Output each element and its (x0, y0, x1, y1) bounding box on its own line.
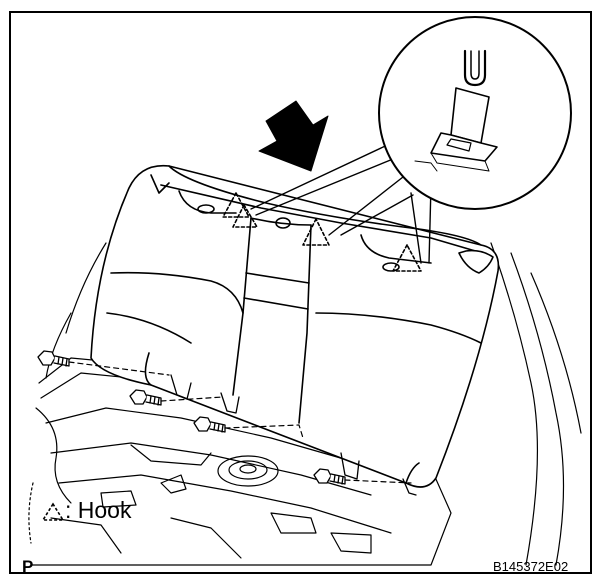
seat-diagram-illustration (28, 16, 582, 566)
seat-bottom-brackets (170, 374, 417, 496)
hook-markers (222, 192, 422, 272)
view-marker: P (22, 557, 34, 574)
figure-code: B145372E02 (493, 559, 569, 574)
bolt-alignment-lines (68, 361, 412, 484)
bolt-2-icon (129, 389, 162, 406)
hook-detail-callout (378, 16, 572, 210)
vehicle-floor (28, 242, 582, 566)
hook-legend-label: : Hook (65, 497, 132, 523)
mounting-bolts (37, 350, 346, 485)
rear-seatback (90, 164, 500, 488)
bolt-1-icon (37, 350, 70, 367)
bolt-3-icon (193, 416, 226, 433)
dashed-triangle-icon (41, 502, 65, 521)
diagram-frame: : Hook P B145372E02 (9, 11, 592, 574)
push-direction-arrow-icon (258, 100, 329, 172)
hook-legend: : Hook (41, 497, 131, 523)
bolt-4-icon (313, 468, 346, 485)
